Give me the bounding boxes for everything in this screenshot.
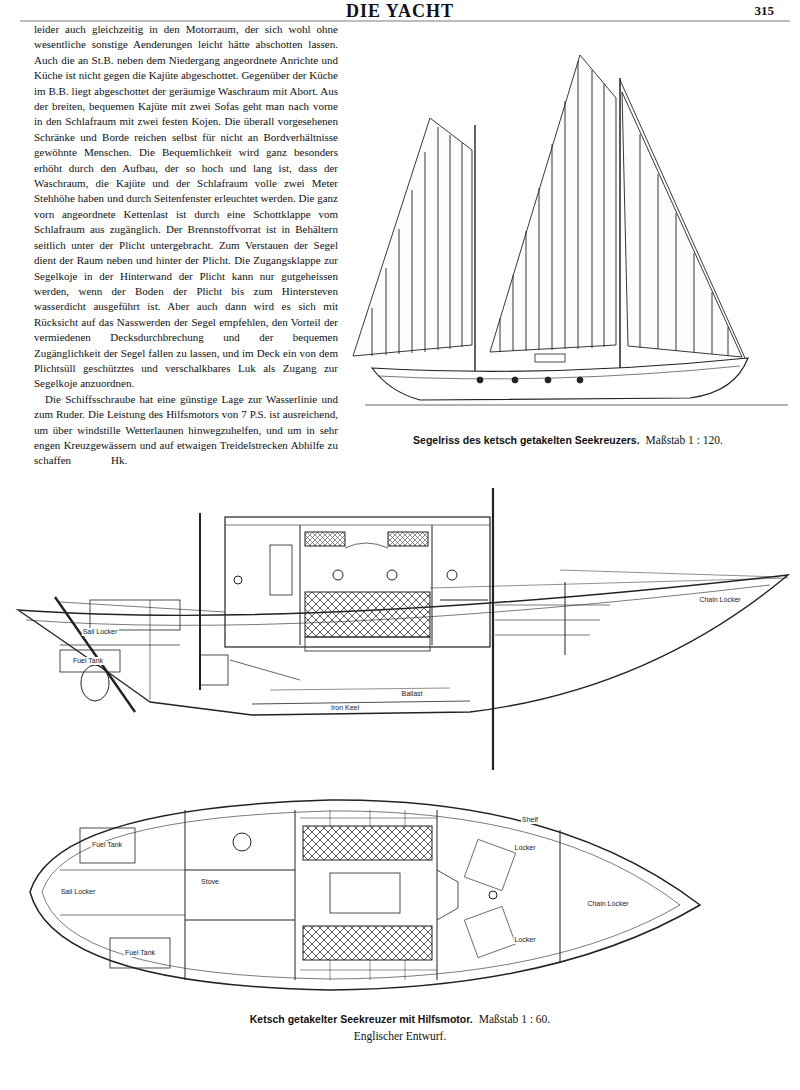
page-number: 315	[755, 3, 775, 19]
compartment-label: Ballast	[400, 690, 423, 698]
inboard-profile	[18, 488, 788, 770]
accommodation-plan	[30, 800, 700, 990]
article-paragraph-wrap: Die Schiffsschraube hat eine günstige La…	[34, 392, 338, 469]
caption-scale: Maßstab 1 : 120.	[646, 434, 723, 446]
figure-caption: Segelriss des ketsch getakelten Seekreuz…	[413, 434, 723, 446]
author-signature: Hk.	[111, 453, 127, 468]
compartment-label: Sail Locker	[82, 628, 119, 636]
compartment-label: Iron Keel	[330, 704, 360, 712]
figure-caption: Ketsch getakelter Seekreuzer mit Hilfsmo…	[250, 1013, 550, 1025]
compartment-label: Locker	[513, 936, 536, 944]
caption-note: Englischer Entwurf.	[354, 1030, 447, 1042]
compartment-label: Chain Locker	[586, 900, 629, 908]
compartment-label: Chain Locker	[698, 596, 741, 604]
caption-title: Ketsch getakelter Seekreuzer mit Hilfsmo…	[250, 1013, 473, 1025]
compartment-label: Fuel Tank	[91, 841, 123, 849]
article-paragraph: Die Schiffsschraube hat eine günstige La…	[34, 393, 338, 467]
article-paragraph: leider auch gleichzeitig in den Motorrau…	[34, 22, 338, 392]
compartment-label: Shelf	[521, 816, 539, 824]
compartment-label: Sail Locker	[60, 888, 97, 896]
caption-scale: Maßstab 1 : 60.	[479, 1013, 551, 1025]
compartment-label: Fuel Tank	[124, 949, 156, 957]
compartment-label: Fuel Tank	[72, 657, 104, 665]
caption-title: Segelriss des ketsch getakelten Seekreuz…	[413, 434, 639, 446]
article-column: leider auch gleichzeitig in den Motorrau…	[34, 22, 338, 469]
compartment-label: Stove	[200, 878, 220, 886]
compartment-label: Locker	[513, 844, 536, 852]
page-header: DIE YACHT	[346, 1, 454, 22]
sail-plan	[353, 55, 788, 405]
